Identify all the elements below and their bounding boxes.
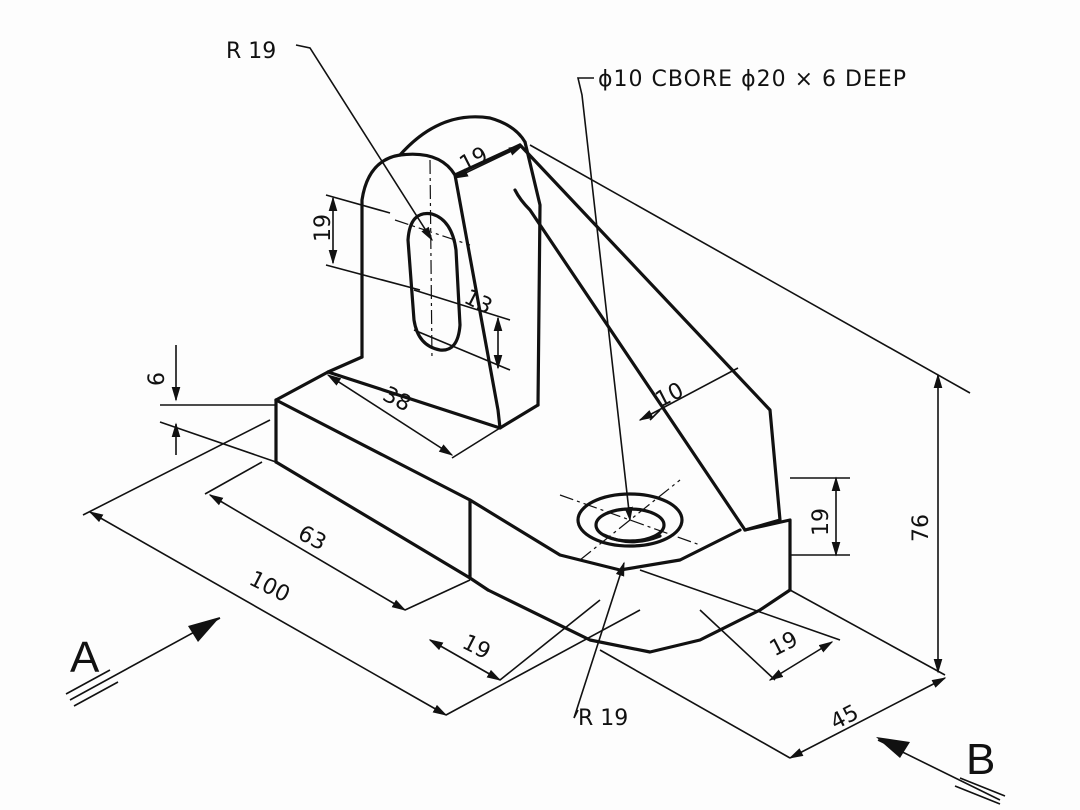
base-plate — [274, 355, 792, 654]
view-arrow-a — [65, 617, 221, 707]
slot-length-label: 19 — [311, 214, 336, 242]
upright — [360, 115, 542, 430]
end-height-label: 19 — [809, 508, 834, 536]
base-height-label: 6 — [145, 372, 170, 386]
view-a-label: A — [70, 633, 100, 682]
view-arrow-b — [876, 737, 1006, 805]
hole-offset-label: 19 — [766, 627, 802, 662]
counterbore-note: ϕ10 CBORE ϕ20 × 6 DEEP — [598, 67, 907, 92]
rib — [513, 143, 782, 532]
rib-thickness-label: 10 — [652, 378, 688, 413]
fillet-radius-top-label: R 19 — [226, 39, 276, 64]
center-lines — [394, 159, 701, 561]
base-depth-label: 45 — [827, 700, 863, 735]
fillet-radius-end-label: R 19 — [578, 706, 628, 731]
base-overall-length-label: 100 — [245, 567, 294, 608]
view-b-label: B — [966, 735, 995, 784]
dimension-lines — [82, 44, 971, 759]
base-step-length-label: 63 — [294, 521, 330, 556]
overall-height-label: 76 — [909, 514, 934, 542]
